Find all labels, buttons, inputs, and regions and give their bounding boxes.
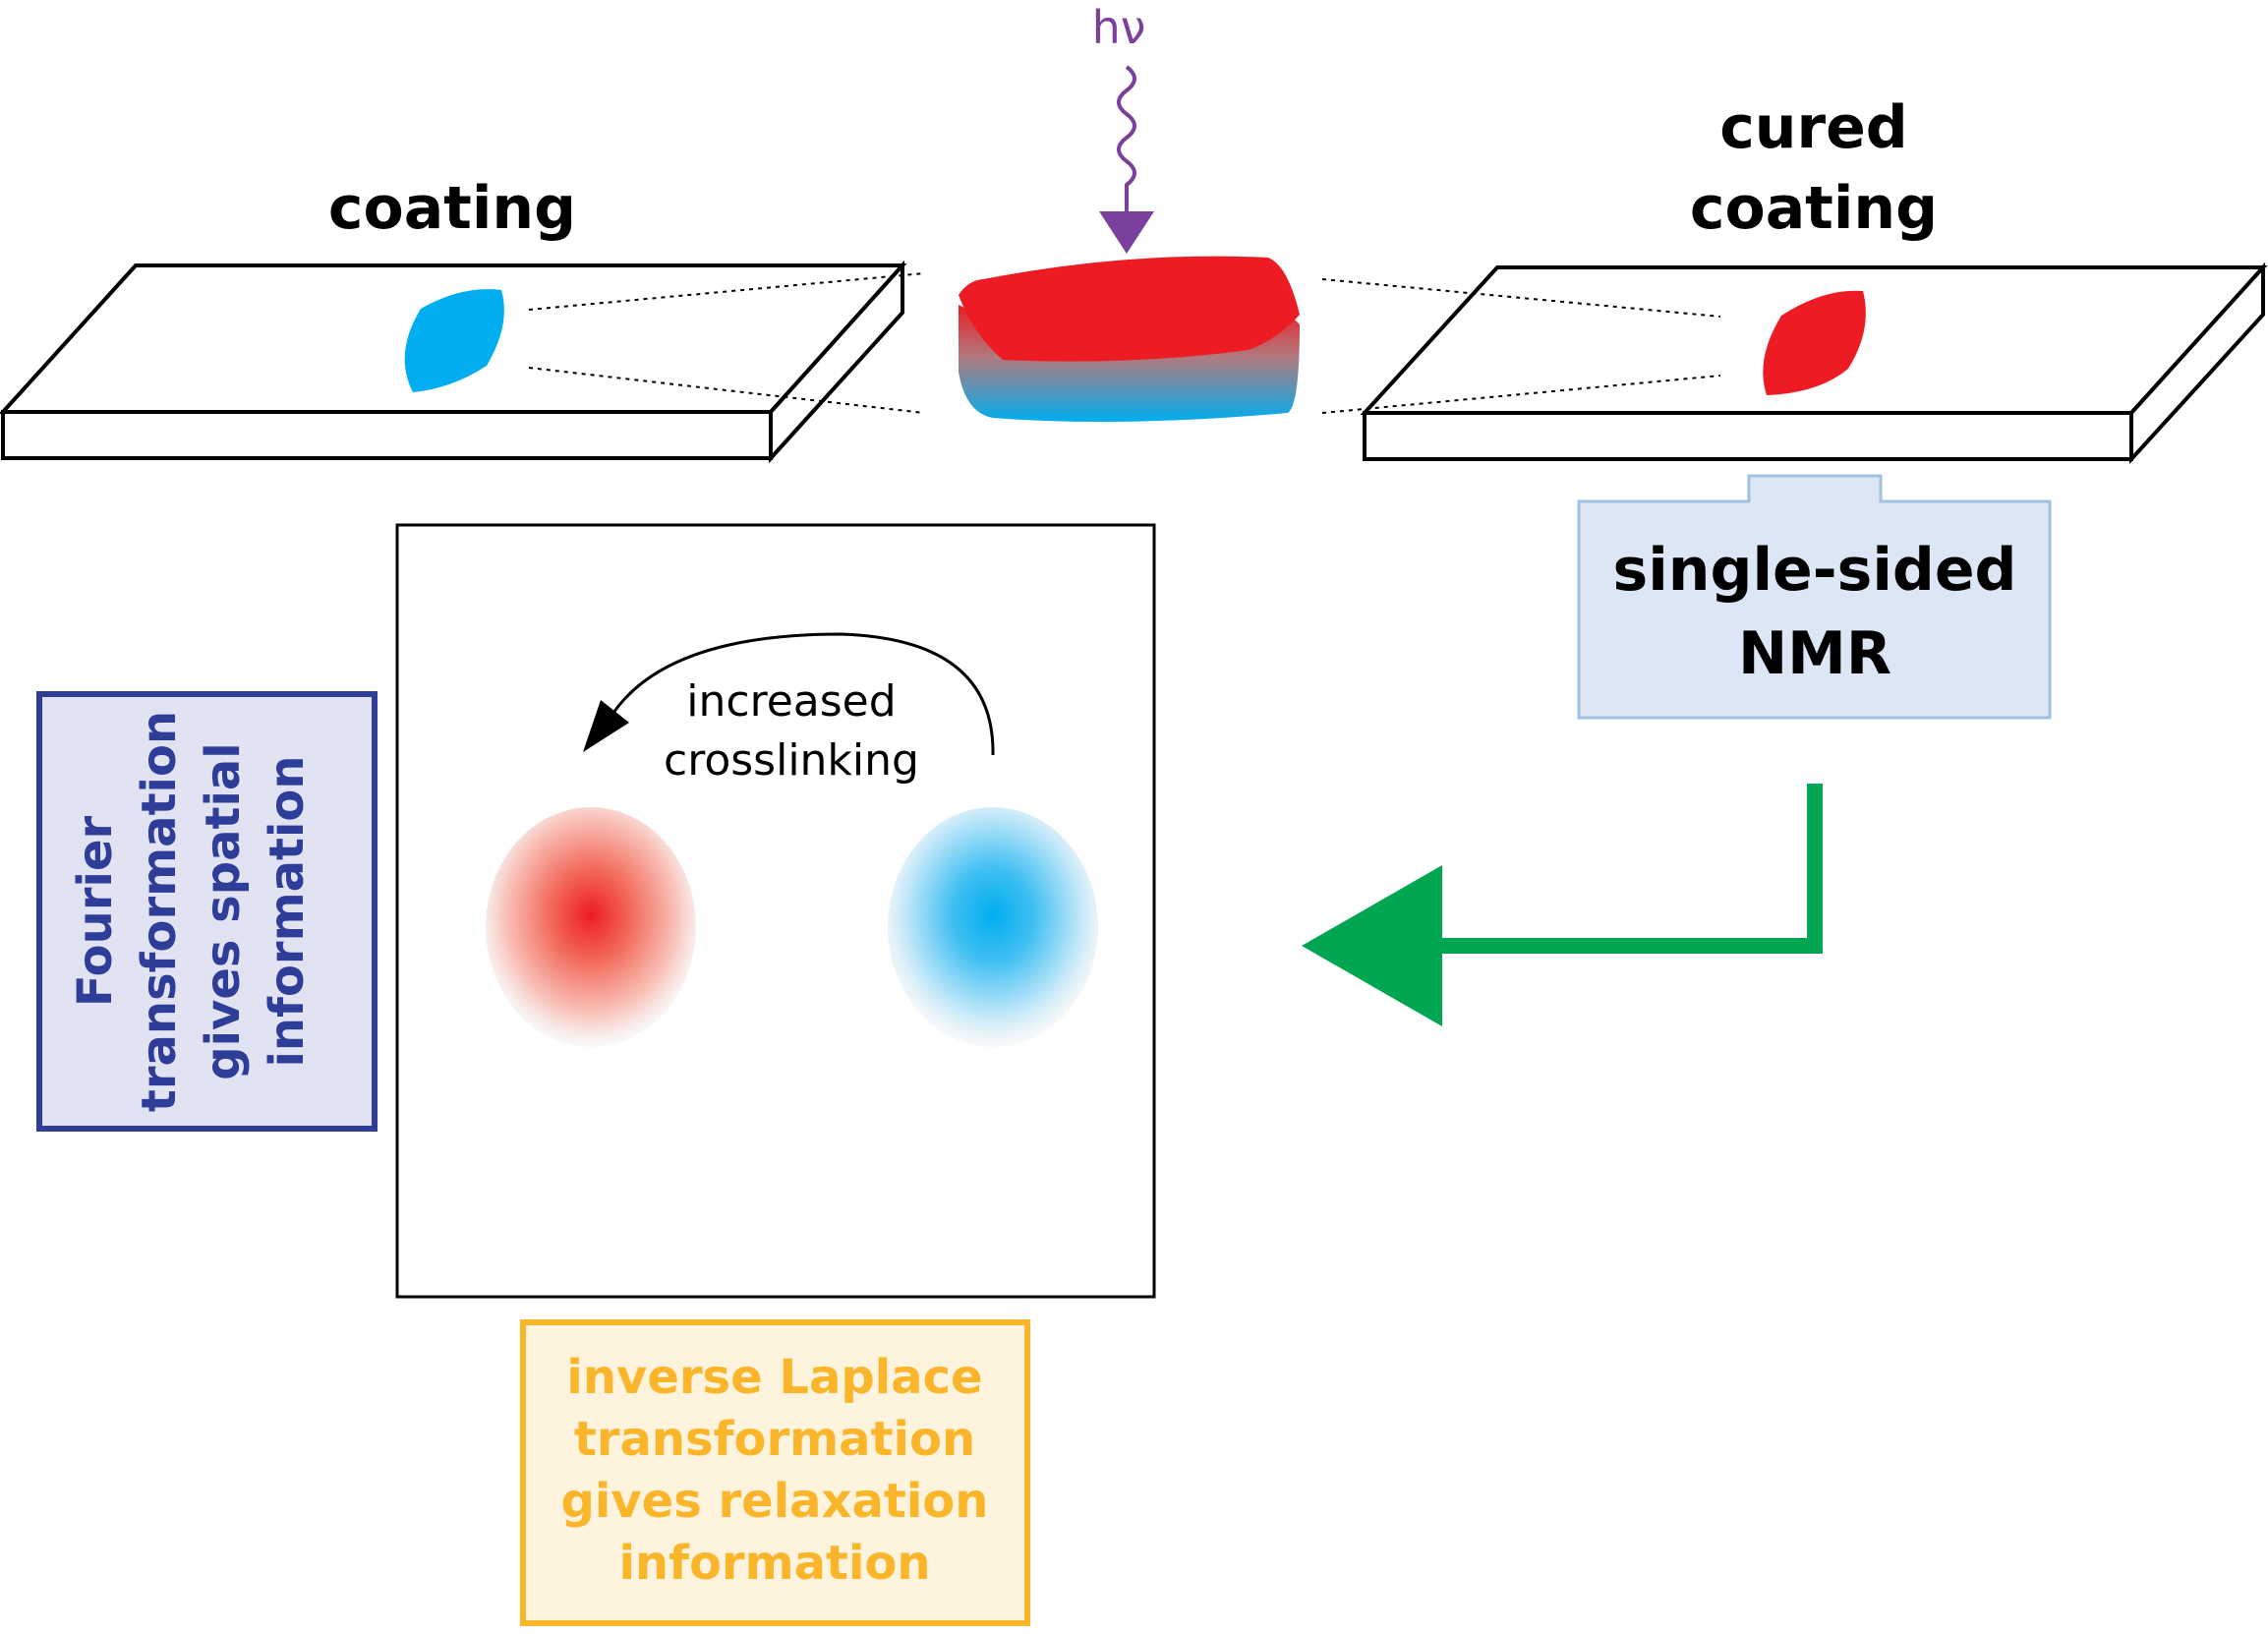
photon-label: hν xyxy=(1092,1,1146,54)
cured-label-line2: coating xyxy=(1690,174,1938,243)
zoom-lines xyxy=(528,272,1721,414)
uncured-peak xyxy=(888,807,1098,1047)
laplace-box xyxy=(520,1319,1030,1626)
laplace-line2: transformation xyxy=(574,1412,975,1467)
cured-label-line1: cured xyxy=(1719,93,1908,162)
fourier-line1: Fourier xyxy=(68,816,123,1008)
cured-peak xyxy=(486,807,696,1047)
crosslinking-label-line1: increased xyxy=(686,676,896,727)
nmr-label-line2: NMR xyxy=(1738,619,1891,688)
nmr-label-line1: single-sided xyxy=(1613,536,2017,605)
uncured-spot xyxy=(404,289,504,392)
flow-arrow xyxy=(1302,784,1823,1026)
coating-cross-section xyxy=(959,256,1300,422)
photon-arrow xyxy=(1099,65,1154,254)
fourier-text: Fourier transformation gives spatial inf… xyxy=(68,711,315,1112)
fourier-line4: information xyxy=(260,755,315,1067)
crosslinking-arrow xyxy=(583,632,995,756)
cured-spot xyxy=(1763,290,1866,395)
crosslinking-label-line2: crosslinking xyxy=(664,735,919,786)
fourier-line3: gives spatial xyxy=(196,742,251,1080)
fourier-line2: transformation xyxy=(132,711,187,1112)
laplace-line1: inverse Laplace xyxy=(566,1350,982,1405)
laplace-line3: gives relaxation xyxy=(561,1474,989,1529)
nmr-device xyxy=(1577,474,2052,720)
laplace-line4: information xyxy=(618,1536,930,1591)
coating-label: coating xyxy=(328,174,576,243)
fourier-box xyxy=(36,691,378,1132)
